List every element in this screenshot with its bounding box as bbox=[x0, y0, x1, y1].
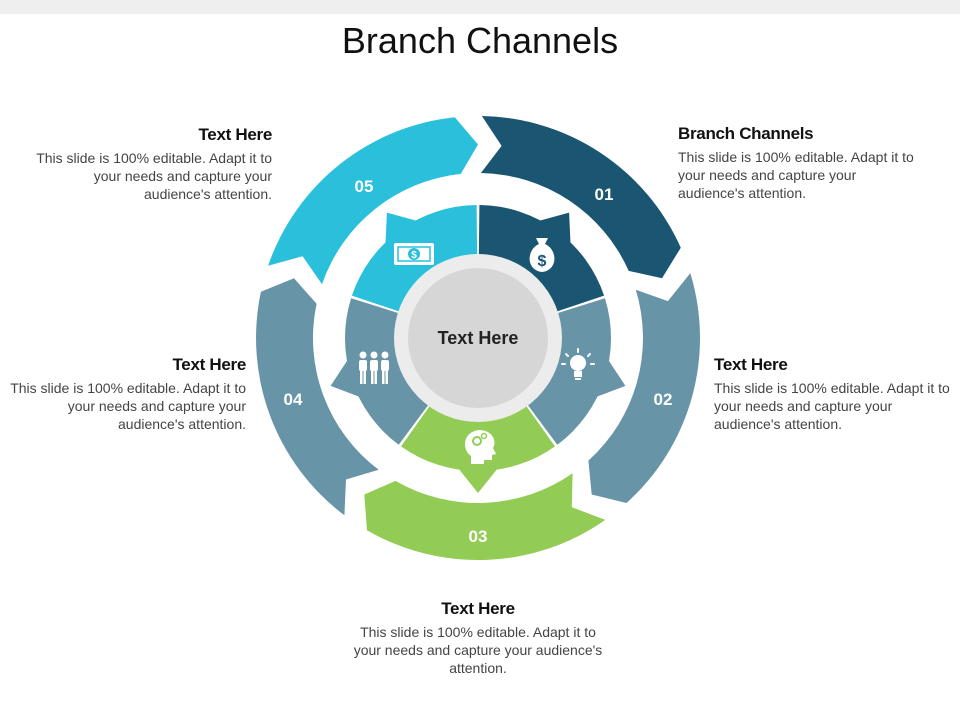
outer-segment-2 bbox=[588, 273, 700, 503]
segment-number-01: 01 bbox=[595, 185, 614, 204]
inner-ring bbox=[330, 205, 626, 493]
block-heading-04: Text Here bbox=[172, 355, 246, 374]
block-body-02: This slide is 100% editable. Adapt it to… bbox=[714, 380, 950, 432]
inner-pointer-5 bbox=[385, 212, 419, 246]
lightbulb-icon bbox=[561, 348, 595, 380]
inner-pointer-2 bbox=[594, 358, 626, 398]
block-heading-05: Text Here bbox=[198, 125, 272, 144]
block-body-04: This slide is 100% editable. Adapt it to… bbox=[10, 380, 246, 432]
segment-number-02: 02 bbox=[654, 390, 673, 409]
text-block-01: Branch Channels This slide is 100% edita… bbox=[678, 124, 918, 202]
top-bar bbox=[0, 0, 960, 14]
block-body-03: This slide is 100% editable. Adapt it to… bbox=[353, 624, 603, 676]
money-bag-icon: $ bbox=[529, 238, 555, 272]
text-block-03: Text Here This slide is 100% editable. A… bbox=[348, 599, 608, 677]
block-body-05: This slide is 100% editable. Adapt it to… bbox=[36, 150, 272, 202]
svg-text:$: $ bbox=[538, 253, 547, 270]
outer-segment-1 bbox=[480, 116, 681, 279]
text-block-04: Text Here This slide is 100% editable. A… bbox=[6, 355, 246, 433]
text-block-02: Text Here This slide is 100% editable. A… bbox=[714, 355, 954, 433]
hub-circle bbox=[408, 268, 548, 408]
inner-pointer-3 bbox=[457, 467, 499, 493]
banknote-icon: $ bbox=[394, 243, 434, 265]
head-gears-icon bbox=[465, 430, 496, 464]
segment-number-05: 05 bbox=[355, 177, 374, 196]
inner-segment-2 bbox=[524, 298, 612, 445]
inner-pointer-1 bbox=[537, 212, 571, 246]
inner-segment-4 bbox=[344, 298, 432, 445]
outer-ring bbox=[256, 116, 700, 561]
block-heading-01: Branch Channels bbox=[678, 124, 814, 143]
team-icon bbox=[359, 351, 389, 384]
outer-segment-3 bbox=[364, 473, 606, 561]
center-label: Text Here bbox=[438, 328, 519, 348]
outer-segment-5 bbox=[268, 117, 478, 285]
outer-segment-4 bbox=[256, 278, 379, 516]
block-heading-02: Text Here bbox=[714, 355, 788, 374]
segment-number-03: 03 bbox=[469, 527, 488, 546]
text-block-05: Text Here This slide is 100% editable. A… bbox=[32, 125, 272, 203]
segment-number-04: 04 bbox=[284, 390, 303, 409]
page-title: Branch Channels bbox=[341, 20, 619, 61]
inner-pointer-4 bbox=[330, 358, 362, 398]
svg-text:$: $ bbox=[411, 250, 417, 261]
block-heading-03: Text Here bbox=[441, 599, 515, 618]
block-body-01: This slide is 100% editable. Adapt it to… bbox=[678, 149, 914, 201]
